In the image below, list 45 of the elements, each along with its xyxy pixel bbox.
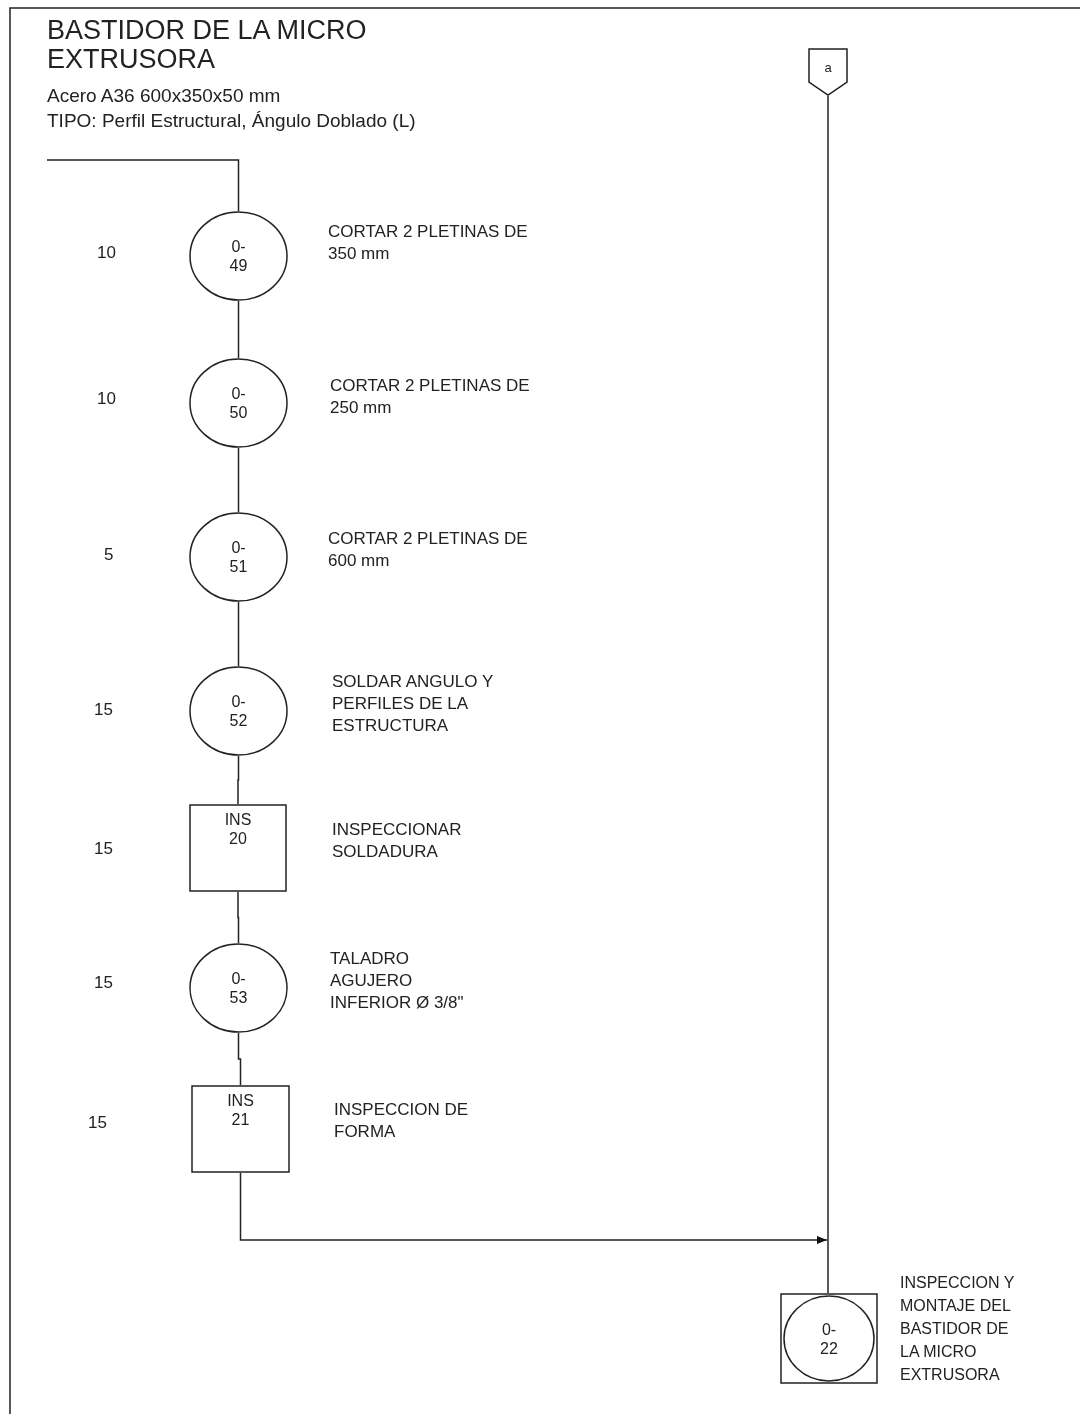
time-value: 15 xyxy=(94,973,113,993)
connector-letter: a xyxy=(823,59,833,77)
note: TIPO: Perfil Estructural, Ángulo Doblado (L) xyxy=(47,110,416,132)
step-code: 0- 49 xyxy=(228,237,249,275)
step-description: TALADRO AGUJERO INFERIOR Ø 3/8" xyxy=(330,948,465,1014)
step-code: 0- 51 xyxy=(228,538,249,576)
time-value: 10 xyxy=(97,243,116,263)
combined-operation-symbol xyxy=(780,1293,878,1384)
operation-circle xyxy=(189,211,288,301)
time-value: 10 xyxy=(97,389,116,409)
operation-circle xyxy=(189,666,288,756)
step-description: CORTAR 2 PLETINAS DE 350 mm xyxy=(328,221,528,265)
note: Acero A36 600x350x50 mm xyxy=(47,85,281,107)
time-value: 15 xyxy=(94,700,113,720)
off-page-connector xyxy=(808,48,848,96)
step-description: CORTAR 2 PLETINAS DE 600 mm xyxy=(328,528,528,572)
connector-line xyxy=(237,601,240,667)
connector-line xyxy=(237,447,240,513)
connector-line xyxy=(237,1032,242,1086)
step-description: INSPECCION DE FORMA xyxy=(334,1099,470,1143)
time-value: 5 xyxy=(104,545,114,565)
connector-line xyxy=(237,755,240,805)
step-code: 0- 50 xyxy=(228,384,249,422)
inspection-square xyxy=(189,804,287,892)
operation-circle xyxy=(189,943,288,1033)
step-code: 0- 52 xyxy=(228,692,249,730)
step-description: INSPECCION Y MONTAJE DEL BASTIDOR DE LA MICRO EXTRUSORA xyxy=(900,1273,1016,1385)
arrow xyxy=(239,1172,828,1244)
step-code: INS 20 xyxy=(223,810,253,848)
step-code: INS 21 xyxy=(226,1091,255,1129)
inspection-square xyxy=(191,1085,290,1173)
connector-line xyxy=(237,300,240,359)
time-value: 15 xyxy=(94,839,113,859)
operation-circle xyxy=(189,358,288,448)
title: BASTIDOR DE LA MICRO EXTRUSORA xyxy=(47,16,368,74)
connector-line xyxy=(46,159,240,212)
operation-circle xyxy=(189,512,288,602)
step-code: 0- 53 xyxy=(228,969,249,1007)
step-description: CORTAR 2 PLETINAS DE 250 mm xyxy=(330,375,530,419)
step-code: 0- 22 xyxy=(819,1319,839,1358)
connector-line xyxy=(237,891,240,944)
connector-line xyxy=(827,95,829,1294)
time-value: 15 xyxy=(88,1113,107,1133)
step-description: INSPECCIONAR SOLDADURA xyxy=(332,819,463,863)
step-description: SOLDAR ANGULO Y PERFILES DE LA ESTRUCTURA xyxy=(332,671,494,737)
